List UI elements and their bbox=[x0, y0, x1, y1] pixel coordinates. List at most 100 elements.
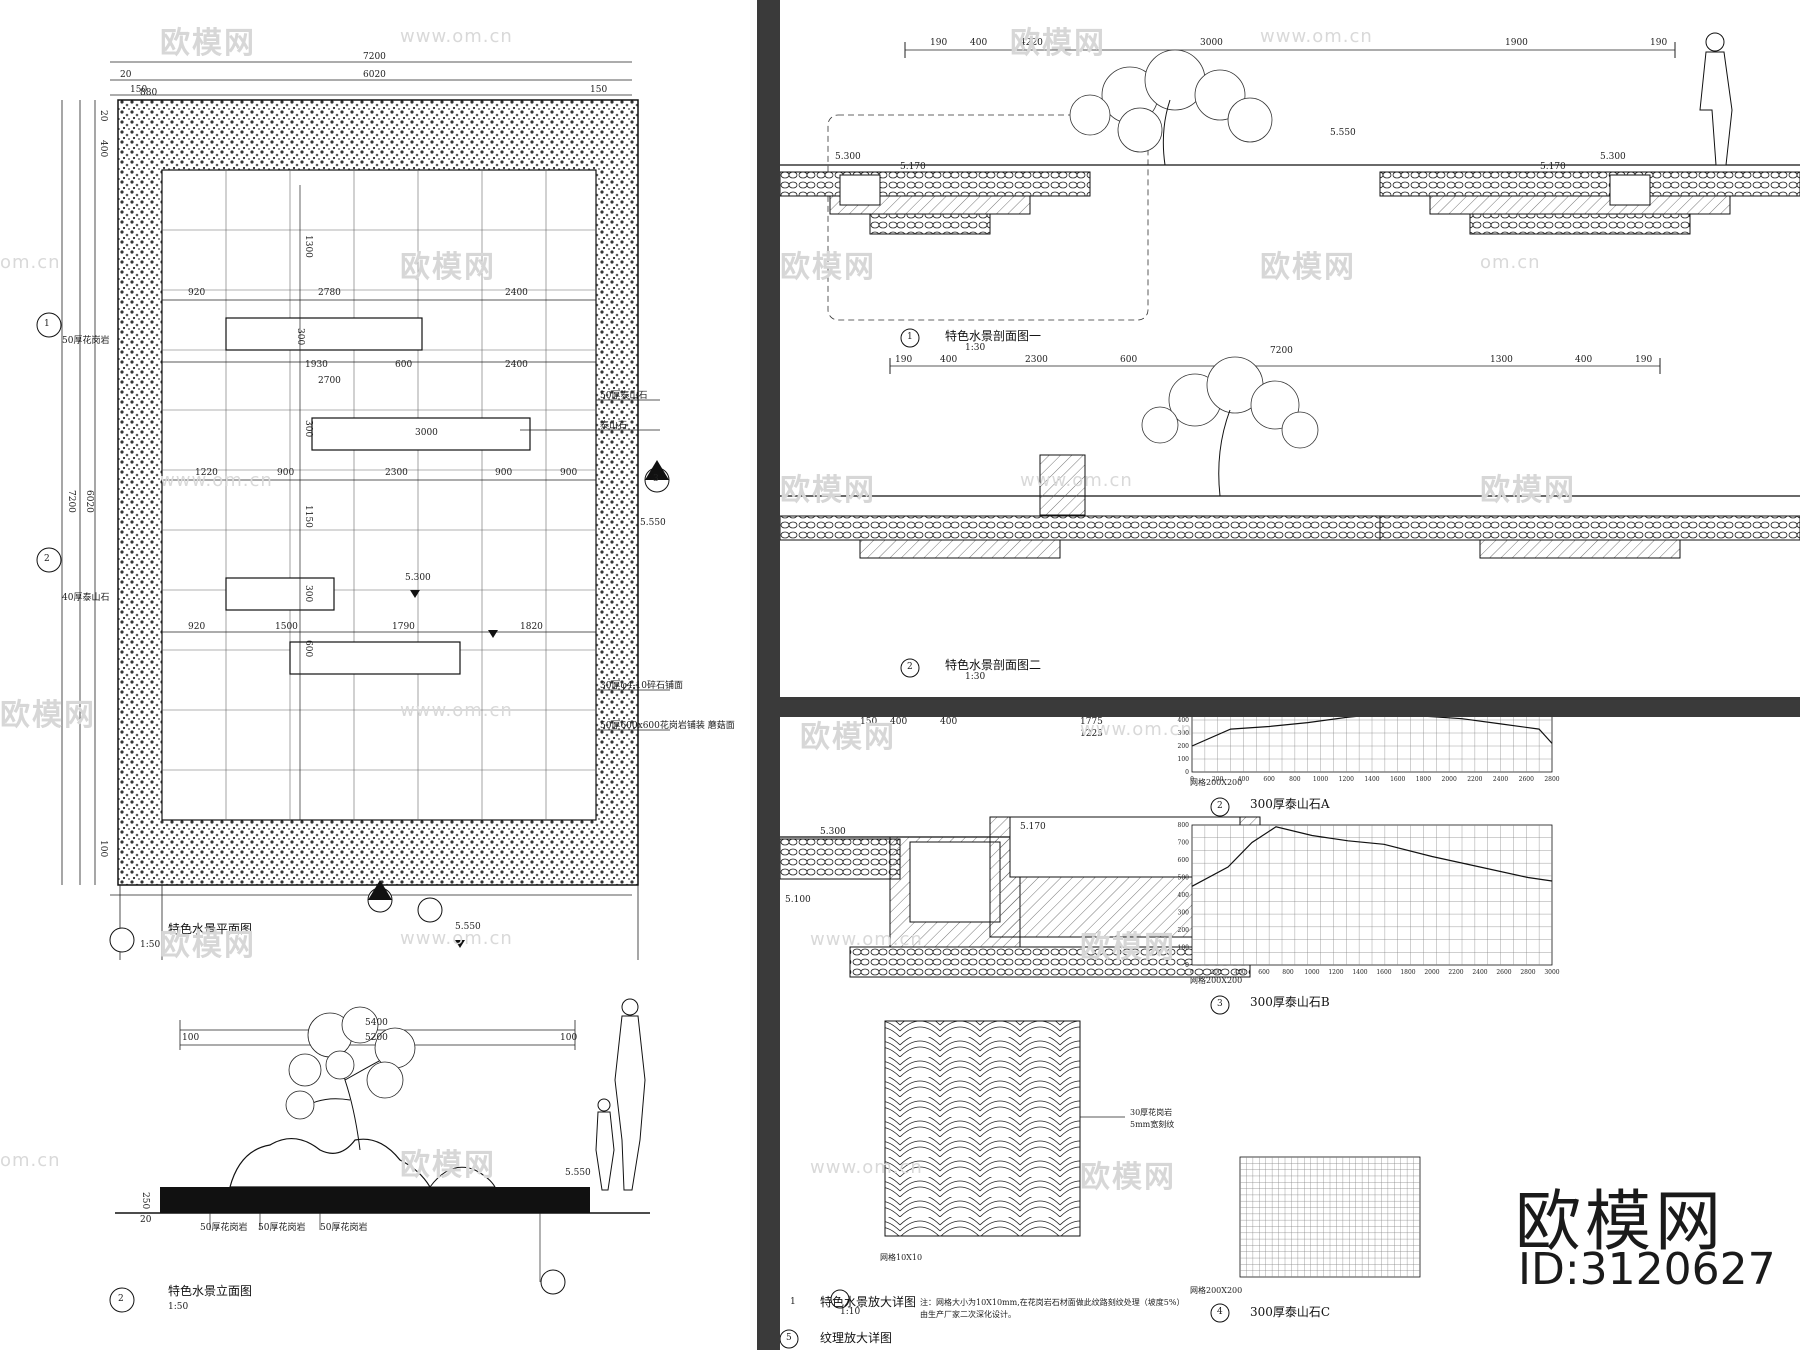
stone-profile-line bbox=[1191, 717, 1553, 747]
plan-callout: 50厚600x600花岗岩铺装 蘑菇面 bbox=[600, 721, 735, 731]
section2-dim: 600 bbox=[1120, 355, 1138, 365]
section1-level: 5.300 bbox=[835, 152, 861, 162]
x-tick-label: 1600 bbox=[1376, 969, 1391, 976]
detail-level: 5.100 bbox=[785, 895, 811, 905]
elev-dim: 5200 bbox=[365, 1033, 388, 1043]
plan-inner-dim: 1220 bbox=[195, 468, 218, 478]
plan-inner-dim: 2700 bbox=[318, 376, 341, 386]
section1-dim: 400 bbox=[970, 38, 988, 48]
detail-level: 5.170 bbox=[1020, 822, 1046, 832]
x-tick-label: 2800 bbox=[1544, 776, 1559, 783]
detail-dim: 1775 bbox=[1080, 717, 1103, 727]
x-tick-label: 0 bbox=[1190, 969, 1194, 976]
texture-grid-note: 网格10X10 bbox=[880, 1253, 923, 1262]
section1-level: 5.170 bbox=[1540, 162, 1566, 172]
x-tick-label: 2200 bbox=[1448, 969, 1463, 976]
sections-sheet: 190 400 4220 3000 1900 190 5.300 5.170 5… bbox=[780, 0, 1800, 697]
brand-overlay-id: ID:3120627 bbox=[1518, 1244, 1776, 1295]
y-tick-label: 200 bbox=[1178, 743, 1190, 750]
elev-title: 特色水景立面图 bbox=[168, 1284, 253, 1298]
elev-dim: 100 bbox=[182, 1033, 200, 1043]
texture-callout: 30厚花岗岩 bbox=[1130, 1108, 1173, 1117]
x-tick-label: 1000 bbox=[1304, 969, 1319, 976]
plan-dim-overall: 7200 bbox=[363, 52, 386, 62]
watermark-url: www.om.cn bbox=[1080, 719, 1193, 740]
stone-b-title: 300厚泰山石B bbox=[1250, 995, 1330, 1009]
detail-dim: 400 bbox=[890, 717, 908, 727]
elev-height: 250 bbox=[140, 1192, 150, 1210]
x-tick-label: 1200 bbox=[1328, 969, 1343, 976]
section-mark: 1 bbox=[44, 319, 50, 329]
plan-title: 特色水景平面图 bbox=[168, 922, 253, 936]
detail-dim: 150 bbox=[860, 717, 878, 727]
watermark-url: www.om.cn bbox=[810, 929, 923, 950]
detail-title: 特色水景放大详图 bbox=[820, 1295, 917, 1309]
section2-scale: 1:30 bbox=[965, 672, 986, 682]
watermark-url: www.om.cn bbox=[400, 26, 513, 47]
plan-elevation-sheet: 7200 6020 150 880 150 20 7200 6020 400 1… bbox=[0, 0, 757, 1350]
plan-dim-left: 7200 bbox=[66, 490, 76, 513]
x-tick-label: 3000 bbox=[1544, 969, 1559, 976]
elev-dim: 100 bbox=[560, 1033, 578, 1043]
elev-scale: 1:50 bbox=[168, 1302, 189, 1312]
y-tick-label: 100 bbox=[1178, 756, 1190, 763]
detail-number: 1 bbox=[790, 1297, 796, 1307]
watermark-logo: 欧模网 bbox=[1260, 250, 1356, 285]
plan-inner-dim: 600 bbox=[395, 360, 413, 370]
plan-inner-dim: 900 bbox=[560, 468, 578, 478]
section2-title: 特色水景剖面图二 bbox=[945, 658, 1042, 672]
x-tick-label: 800 bbox=[1289, 776, 1301, 783]
section1-number: 1 bbox=[907, 332, 913, 342]
section1-scale: 1:30 bbox=[965, 343, 986, 353]
y-tick-label: 0 bbox=[1185, 962, 1189, 969]
watermark-url: www.om.cn bbox=[1260, 26, 1373, 47]
plan-dim-left: 400 bbox=[98, 140, 108, 158]
plan-callout: 泰山石 bbox=[600, 421, 628, 431]
section1-dim: 4220 bbox=[1020, 38, 1043, 48]
watermark-logo: 欧模网 bbox=[400, 1148, 496, 1183]
watermark-logo: 欧模网 bbox=[780, 250, 876, 285]
texture-title: 纹理放大详图 bbox=[820, 1331, 893, 1345]
texture-number: 5 bbox=[786, 1333, 792, 1343]
plan-inner-dim: 300 bbox=[303, 420, 313, 438]
watermark-logo: 欧模网 bbox=[1080, 1160, 1176, 1195]
y-tick-label: 100 bbox=[1178, 945, 1190, 952]
x-tick-label: 200 bbox=[1210, 969, 1222, 976]
plan-inner-dim: 920 bbox=[188, 288, 206, 298]
stone-c-title: 300厚泰山石C bbox=[1250, 1305, 1331, 1319]
detail-dim: 1225 bbox=[1080, 729, 1103, 739]
x-tick-label: 600 bbox=[1258, 969, 1270, 976]
plan-inner-dim: 1820 bbox=[520, 622, 543, 632]
plan-inner-dim: 2780 bbox=[318, 288, 341, 298]
plan-dim-left: 20 bbox=[98, 110, 108, 122]
elev-dim: 5400 bbox=[365, 1018, 388, 1028]
y-tick-label: 300 bbox=[1178, 730, 1190, 737]
plan-callout: 30厚φ4-10碎石铺面 bbox=[600, 681, 683, 691]
plan-dim-left: 100 bbox=[98, 840, 108, 858]
watermark-logo: 欧模网 bbox=[800, 720, 896, 755]
plan-inner-dim: 600 bbox=[303, 640, 313, 658]
x-tick-label: 400 bbox=[1234, 969, 1246, 976]
y-tick-label: 400 bbox=[1178, 892, 1190, 899]
section2-dim: 400 bbox=[1575, 355, 1593, 365]
section1-title: 特色水景剖面图一 bbox=[945, 329, 1042, 343]
watermark-url: www.om.cn bbox=[810, 1157, 923, 1178]
plan-inner-dim: 900 bbox=[495, 468, 513, 478]
elev-callout: 50厚花岗岩 bbox=[320, 1223, 368, 1233]
elevation-drawing bbox=[109, 998, 650, 1313]
plan-inner-dim: 300 bbox=[303, 585, 313, 603]
watermark-logo: 欧模网 bbox=[1480, 473, 1576, 508]
plan-callout: 50厚花岗岩 bbox=[62, 336, 110, 346]
y-tick-label: 800 bbox=[1178, 822, 1190, 829]
sections-drawing bbox=[780, 32, 1800, 678]
x-tick-label: 1800 bbox=[1416, 776, 1431, 783]
y-tick-label: 200 bbox=[1178, 927, 1190, 934]
y-tick-label: 300 bbox=[1178, 910, 1190, 917]
x-tick-label: 2000 bbox=[1442, 776, 1457, 783]
x-tick-label: 2400 bbox=[1493, 776, 1508, 783]
watermark-logo: 欧模网 bbox=[1080, 930, 1176, 965]
plan-inner-dim: 900 bbox=[277, 468, 295, 478]
